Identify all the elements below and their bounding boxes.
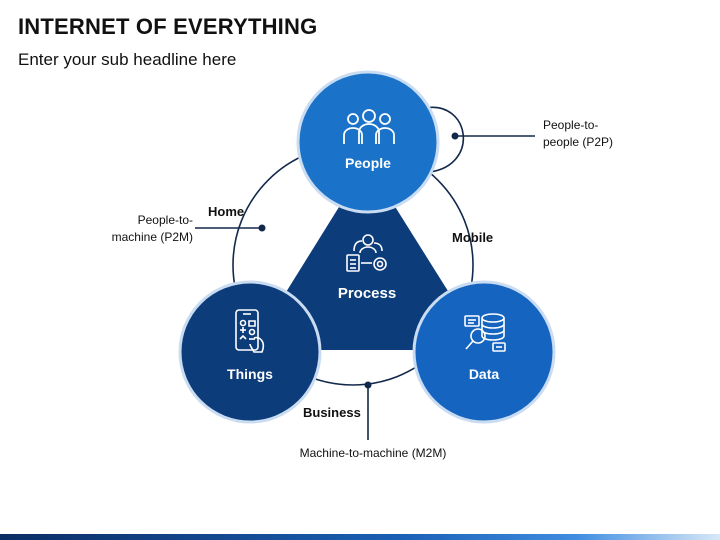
home-label: Home xyxy=(208,204,245,219)
database-search-icon xyxy=(464,313,506,352)
m2m-label: Machine-to-machine (M2M) xyxy=(299,446,447,460)
p2p-label: People-to-people (P2P) xyxy=(543,118,614,149)
process-gear-icon xyxy=(346,234,387,272)
p2m-dot xyxy=(258,224,266,232)
p2p-dot xyxy=(451,132,459,140)
things-circle xyxy=(178,280,322,424)
page-title: INTERNET OF EVERYTHING xyxy=(18,14,318,39)
people-label: People xyxy=(345,155,391,171)
m2m-dot xyxy=(364,381,372,389)
p2m-label: People-to-machine (P2M) xyxy=(111,213,193,244)
people-group-icon xyxy=(343,109,395,144)
data-circle xyxy=(412,280,556,424)
process-label: Process xyxy=(337,285,397,302)
mobile-label: Mobile xyxy=(452,230,494,245)
p2p-loop xyxy=(424,106,465,173)
process-triangle xyxy=(250,162,485,350)
data-label: Data xyxy=(468,366,500,382)
footer-bar xyxy=(0,534,720,540)
smartphone-iot-icon xyxy=(235,309,265,353)
things-label: Things xyxy=(227,366,273,382)
business-label: Business xyxy=(303,405,361,420)
page-subtitle: Enter your sub headline here xyxy=(18,50,237,69)
people-circle xyxy=(296,70,440,214)
